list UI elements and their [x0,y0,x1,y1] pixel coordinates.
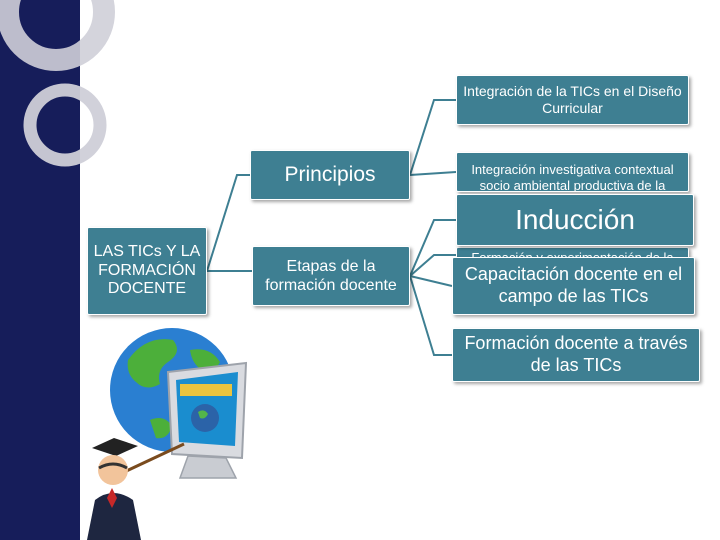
leaf-node-label: Formación docente a través de las TICs [464,333,688,375]
leaf-node-label: Integración investigativa contextual soc… [471,162,674,192]
root-node-label: LAS TICs Y LA FORMACIÓN DOCENTE [93,243,201,298]
leaf-node-formacion-tics: Formación docente a través de las TICs [452,328,700,382]
connector-lines [206,99,457,356]
connector-etapas-induccion [409,219,456,277]
connector-root-principios [206,174,250,272]
leaf-node-label: Inducción [515,204,635,235]
branch-node-principios: Principios [250,150,410,200]
leaf-node-capacitacion: Capacitación docente en el campo de las … [452,257,695,315]
connector-etapas-formacion-exp [409,254,456,277]
branch-node-label: Principios [284,163,376,186]
branch-node-label: Etapas de la formación docente [265,257,397,294]
connector-principios-integracion-inv [409,171,457,176]
connector-etapas-formacion-tics [409,275,452,356]
decorative-rings [0,0,115,167]
connector-etapas-capacitacion [409,275,453,287]
graduate-with-computer-and-globe-icon [87,328,248,540]
leaf-node-integracion-investigativa: Integración investigativa contextual soc… [456,152,689,192]
branch-node-etapas: Etapas de la formación docente [252,246,410,306]
root-node: LAS TICs Y LA FORMACIÓN DOCENTE [87,227,207,315]
leaf-node-integracion-tics: Integración de la TICs en el Diseño Curr… [456,75,689,125]
leaf-node-label: Integración de la TICs en el Diseño Curr… [463,83,682,116]
connector-principios-integracion-tics [409,99,456,176]
leaf-node-label: Capacitación docente en el campo de las … [464,264,683,306]
leaf-node-induccion: Inducción [456,194,694,246]
